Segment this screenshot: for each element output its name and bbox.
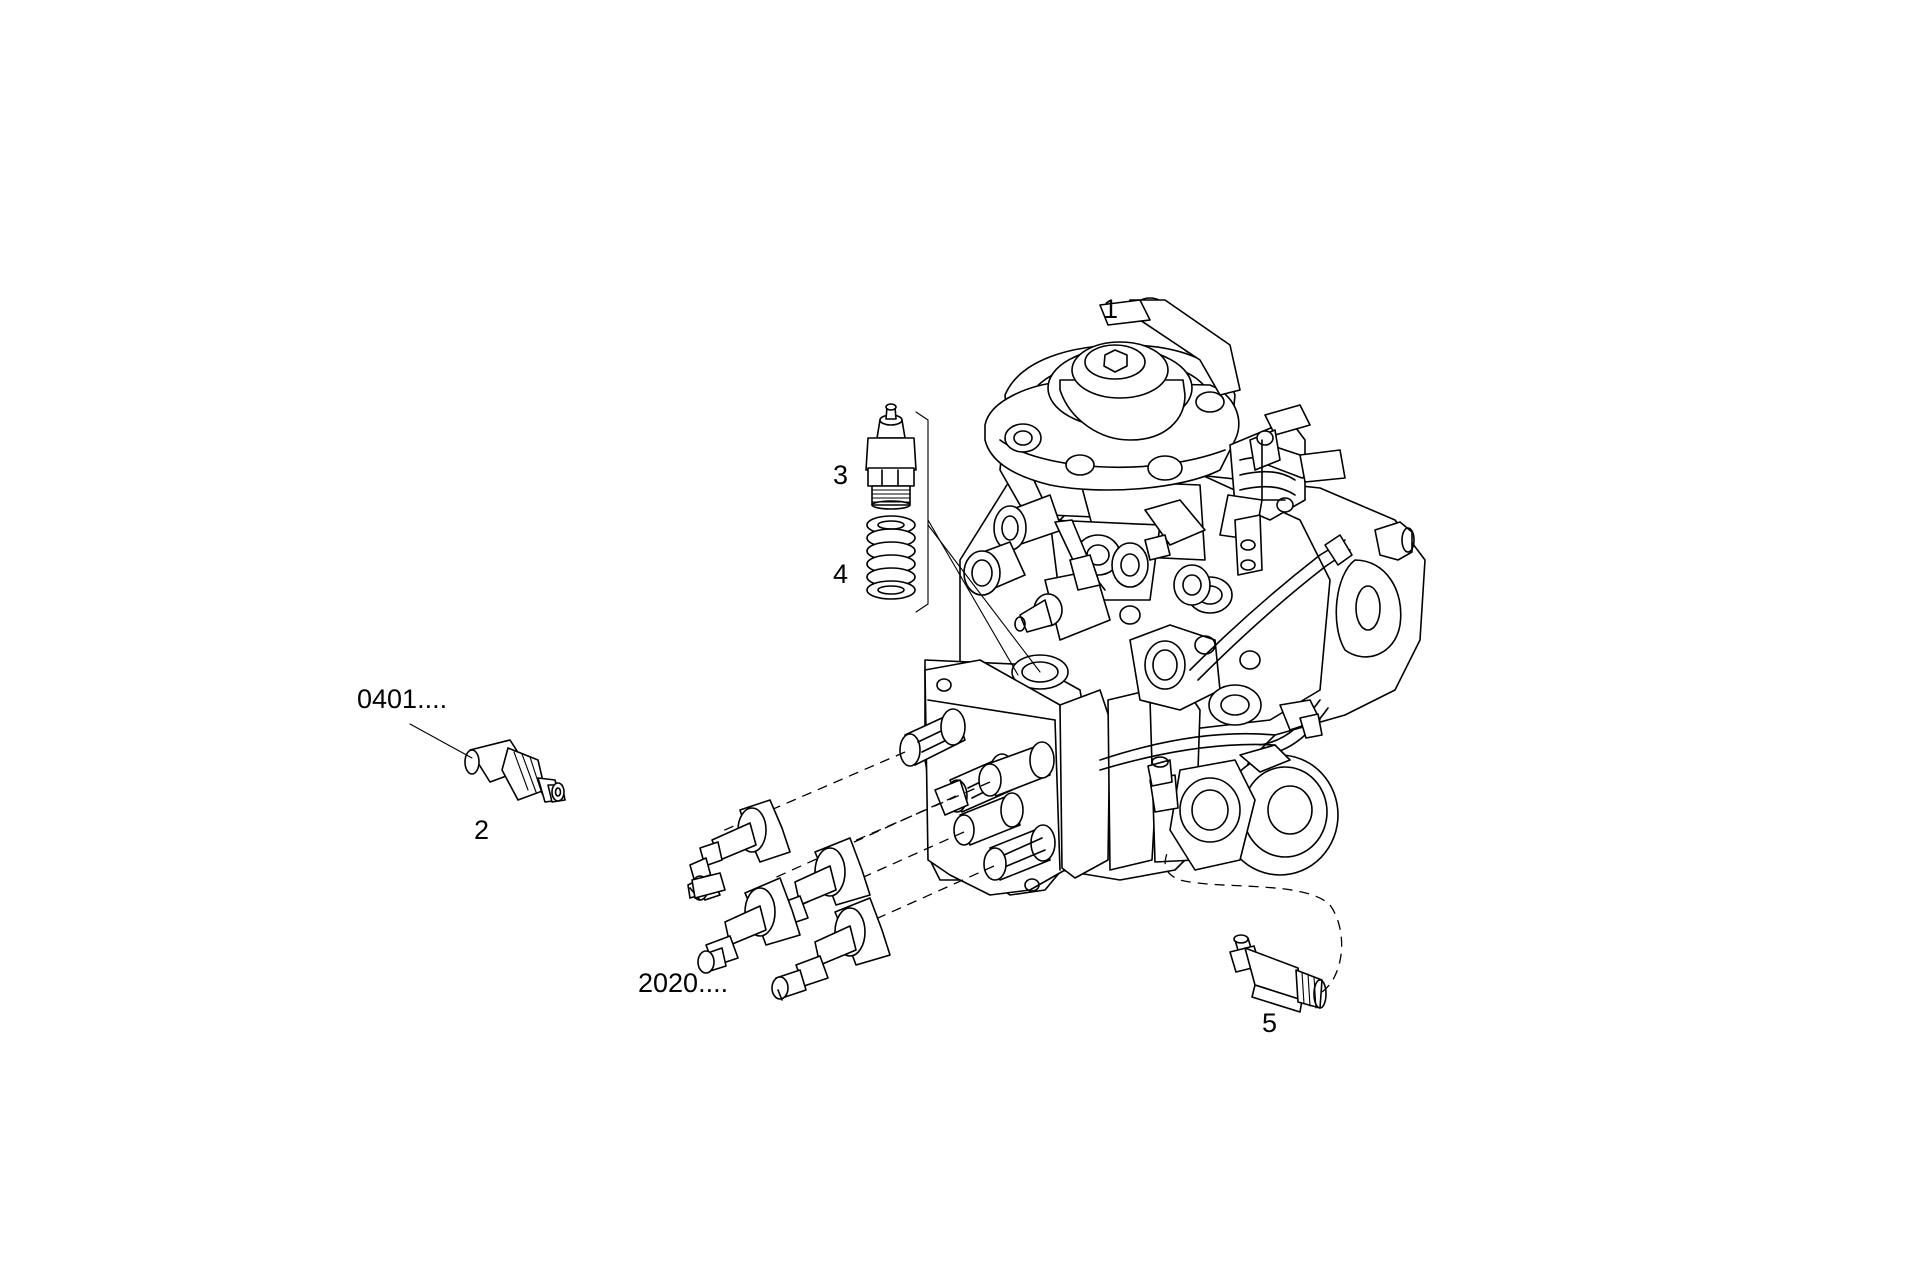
part-3-valve xyxy=(865,403,917,510)
part-2-sensor xyxy=(464,739,566,803)
group-bracket xyxy=(915,411,929,613)
part-5-solenoid xyxy=(1229,934,1327,1013)
reference-0401: 0401.... xyxy=(357,684,447,714)
part-4-spring xyxy=(866,515,916,600)
delivery-valve-holder xyxy=(983,824,1056,881)
leader-line xyxy=(927,519,1019,676)
pipe-union-nut xyxy=(687,799,791,901)
callout-2: 2 xyxy=(474,815,489,845)
assembly-path xyxy=(1164,849,1343,993)
leader-line xyxy=(927,524,1041,673)
delivery-fittings xyxy=(687,708,1056,1001)
delivery-valve-holder xyxy=(953,792,1024,846)
callout-3: 3 xyxy=(833,460,848,490)
callout-1: 1 xyxy=(1103,294,1118,324)
reference-2020: 2020.... xyxy=(638,968,728,998)
callout-5: 5 xyxy=(1262,1008,1277,1038)
pipe-union-nut xyxy=(697,877,801,974)
callout-4: 4 xyxy=(833,559,848,589)
delivery-valve-holder xyxy=(899,708,966,767)
leader-line xyxy=(409,723,473,759)
pipe-union-nut xyxy=(771,897,891,1001)
delivery-valve-holder xyxy=(978,741,1055,797)
